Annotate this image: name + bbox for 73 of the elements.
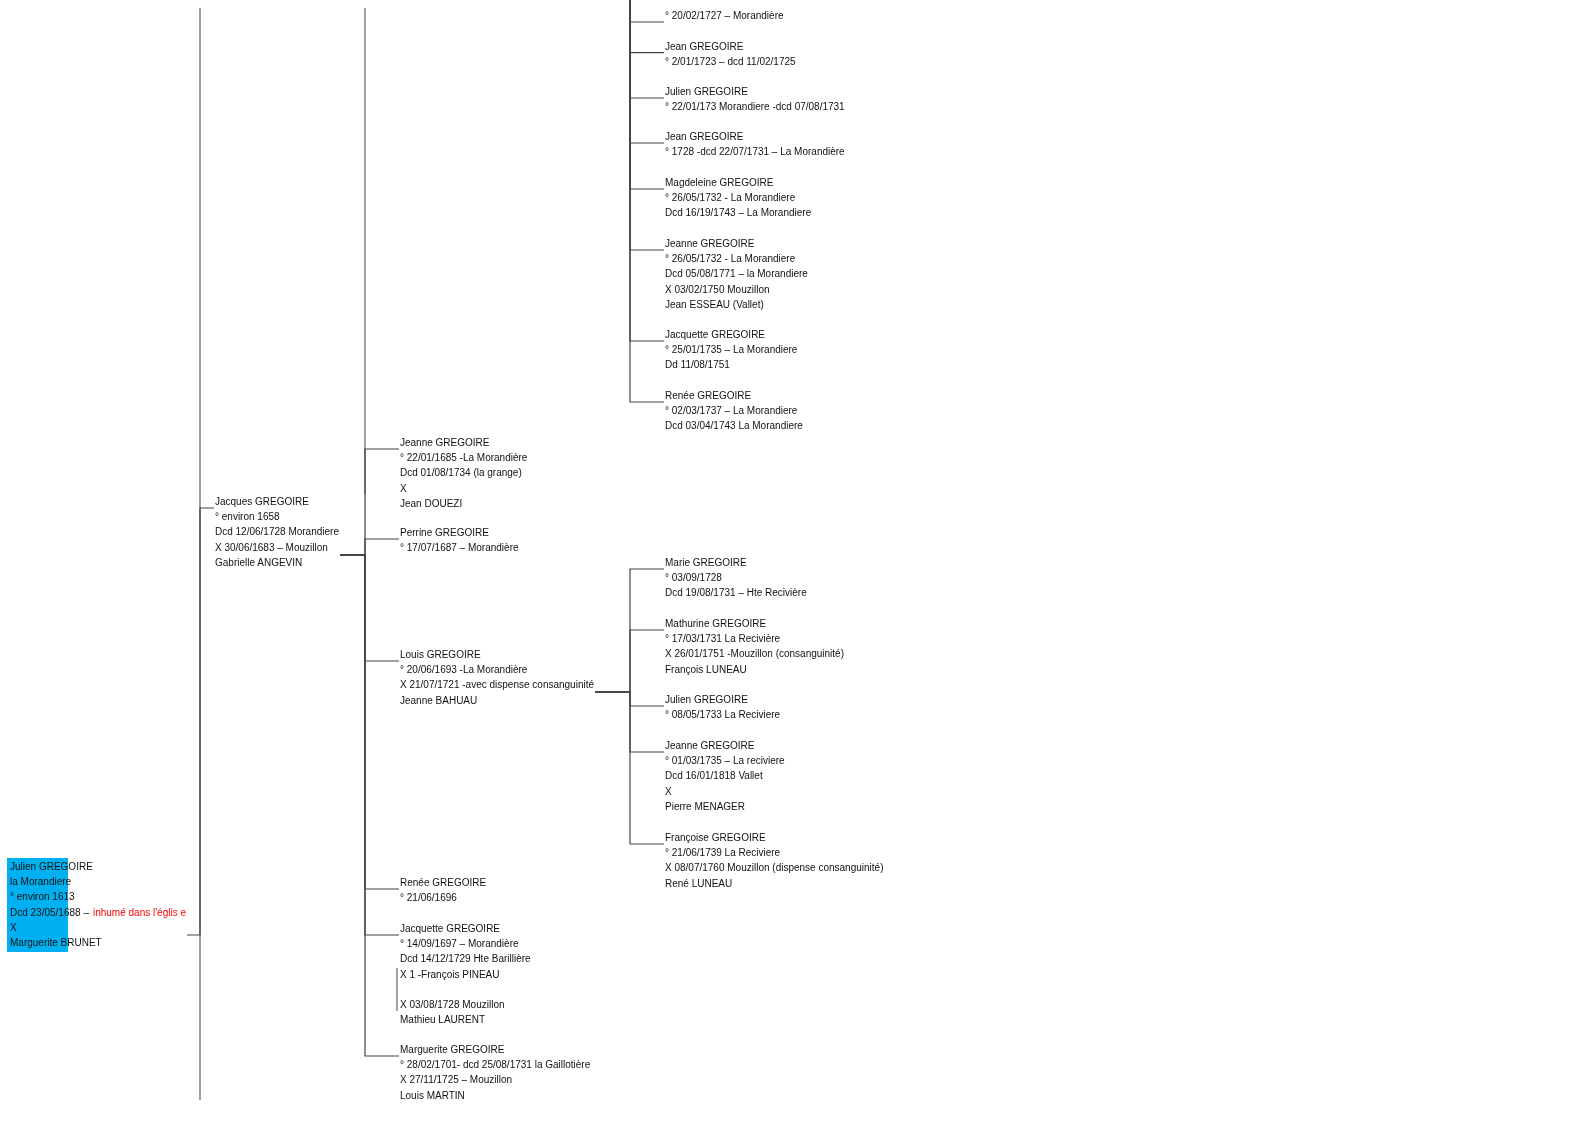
record-text: Dcd 01/08/1734 (la grange) xyxy=(400,466,522,481)
person-name: Renée GREGOIRE xyxy=(400,876,487,890)
record-text: ° 20/02/1727 – Morandière xyxy=(665,9,784,23)
person-name: Mathurine GREGOIRE xyxy=(665,617,767,631)
record-text: ° 14/09/1697 – Morandière xyxy=(400,937,519,952)
person-name: Jacques GREGOIRE xyxy=(215,495,309,509)
record-text: ° 08/05/1733 La Reciviere xyxy=(665,708,781,723)
record-text: Dcd 12/06/1728 Morandiere xyxy=(215,525,339,540)
record-text: X 1 -François PINEAU xyxy=(400,967,500,982)
record-text: Dcd 03/04/1743 La Morandiere xyxy=(665,419,803,434)
record-text: Dcd 16/19/1743 – La Morandiere xyxy=(665,206,812,221)
record-text: Dcd 19/08/1731 – Hte Recivière xyxy=(665,586,807,601)
record-text: ° 26/05/1732 - La Morandiere xyxy=(665,252,796,267)
record-text: Pierre MENAGER xyxy=(665,799,745,814)
record-text: ° 28/02/1701- dcd 25/08/1731 la Gaillotière xyxy=(400,1058,591,1073)
record-text: Dcd 14/12/1729 Hte Barillière xyxy=(400,952,531,967)
record-text: ° 01/03/1735 – La reciviere xyxy=(665,754,785,769)
record-text: Dd 11/08/1751 xyxy=(665,358,730,373)
record-text: ° 25/01/1735 – La Morandiere xyxy=(665,343,798,358)
person-name: Magdeleine GREGOIRE xyxy=(665,176,774,190)
person-name: Renée GREGOIRE xyxy=(665,389,752,403)
person-name: Julien GREGOIRE xyxy=(665,693,748,707)
connector-line xyxy=(629,0,665,403)
connector-line xyxy=(186,507,215,936)
record-text: Louis MARTIN xyxy=(400,1088,465,1103)
person-name: Marguerite GREGOIRE xyxy=(400,1043,505,1057)
record-text: ° 26/05/1732 - La Morandiere xyxy=(665,191,796,206)
record-text: X 08/07/1760 Mouzillon (dispense consanguinité) xyxy=(665,861,884,876)
person-name: Jean GREGOIRE xyxy=(665,130,744,144)
record-text: Gabrielle ANGEVIN xyxy=(215,555,303,570)
record-text: ° 17/07/1687 – Morandière xyxy=(400,541,519,556)
record-text: Jean ESSEAU (Vallet) xyxy=(665,297,764,312)
record-text: ° 21/06/1696 xyxy=(400,891,457,906)
connector-line xyxy=(594,691,665,845)
person-name: Jacquette GREGOIRE xyxy=(665,328,766,342)
record-text: X 30/06/1683 – Mouzillon xyxy=(215,540,328,555)
record-text: Mathieu LAURENT xyxy=(400,1013,486,1028)
person-name: Jeanne GREGOIRE xyxy=(400,436,490,450)
record-text: ° 2/01/1723 – dcd 11/02/1725 xyxy=(665,54,796,69)
record-text: ° 20/06/1693 -La Morandière xyxy=(400,663,528,678)
person-name: Julien GREGOIRE xyxy=(665,85,748,99)
connector-line xyxy=(339,554,400,1057)
record-text: ° 21/06/1739 La Reciviere xyxy=(665,846,781,861)
record-text: ° 22/01/173 Morandiere -dcd 07/08/1731 xyxy=(665,100,845,115)
record-text: ° 02/03/1737 – La Morandiere xyxy=(665,404,798,419)
record-text: X xyxy=(10,920,17,935)
person-name: Jean GREGOIRE xyxy=(665,39,744,54)
record-text: X 21/07/1721 -avec dispense consanguinité xyxy=(400,678,595,693)
record-text: X xyxy=(400,481,407,496)
record-text: Jean DOUEZI xyxy=(400,496,463,511)
record-text: X xyxy=(665,784,672,799)
record-text: Dcd 05/08/1771 – la Morandiere xyxy=(665,267,808,282)
person-name: Perrine GREGOIRE xyxy=(400,526,489,540)
record-text: Jeanne BAHUAU xyxy=(400,693,478,708)
record-text: ° 1728 -dcd 22/07/1731 – La Morandière xyxy=(665,145,845,160)
record-text: ° 03/09/1728 xyxy=(665,571,722,586)
person-name: Françoise GREGOIRE xyxy=(665,831,766,845)
person-name: Jeanne GREGOIRE xyxy=(665,739,755,753)
person-name: Louis GREGOIRE xyxy=(400,648,481,662)
record-text: X 03/02/1750 Mouzillon xyxy=(665,282,770,297)
record-text: X 27/11/1725 – Mouzillon xyxy=(400,1073,513,1088)
record-text: François LUNEAU xyxy=(665,662,747,677)
record-text: X 26/01/1751 -Mouzillon (consanguinité) xyxy=(665,647,844,662)
record-text: X 03/08/1728 Mouzillon xyxy=(400,998,505,1012)
record-text: ° environ 1658 xyxy=(215,510,280,525)
person-name: Jeanne GREGOIRE xyxy=(665,237,755,251)
record-text: ° 22/01/1685 -La Morandière xyxy=(400,451,528,466)
record-text: René LUNEAU xyxy=(665,876,733,891)
record-text: ° 17/03/1731 La Recivière xyxy=(665,632,781,647)
record-text: Dcd 16/01/1818 Vallet xyxy=(665,769,763,784)
note-text: inhumé dans l'églis e xyxy=(92,905,187,920)
person-name: Marie GREGOIRE xyxy=(665,556,747,570)
person-name: Jacquette GREGOIRE xyxy=(400,922,501,936)
